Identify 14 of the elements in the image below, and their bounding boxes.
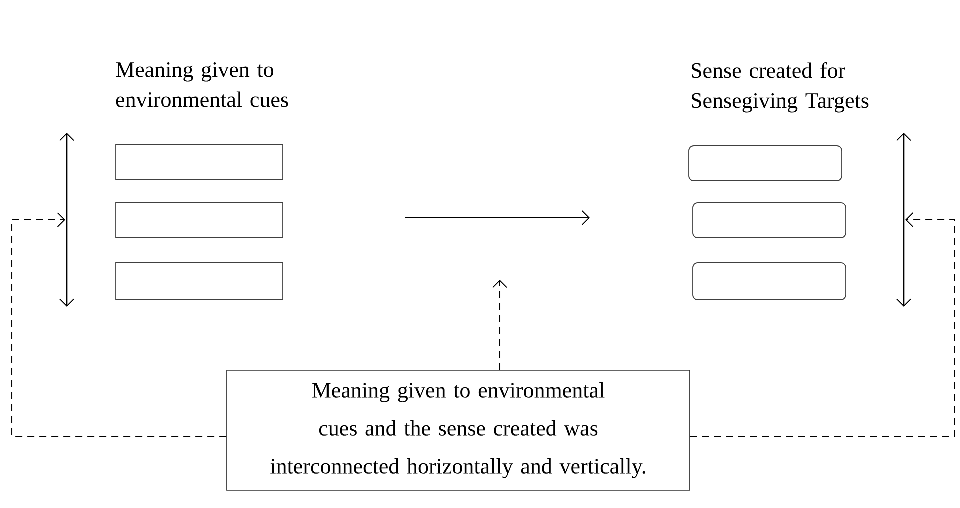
arrow xyxy=(690,212,956,438)
note-box: Meaning given to environmental cues and the sense created was interconnected horizontally and vertically. xyxy=(226,370,690,491)
arrow xyxy=(12,212,228,438)
arrow xyxy=(492,280,508,370)
empty-box xyxy=(688,146,842,182)
empty-box xyxy=(116,262,284,300)
heading-text: Sense created for Sensegiving Targets xyxy=(692,62,869,113)
empty-box xyxy=(692,262,846,300)
empty-box xyxy=(116,202,284,238)
empty-box xyxy=(116,144,284,180)
double-arrow xyxy=(60,132,74,307)
empty-box xyxy=(692,202,846,238)
double-arrow xyxy=(896,132,912,307)
heading-text: Meaning given to environmental cues xyxy=(116,62,288,108)
